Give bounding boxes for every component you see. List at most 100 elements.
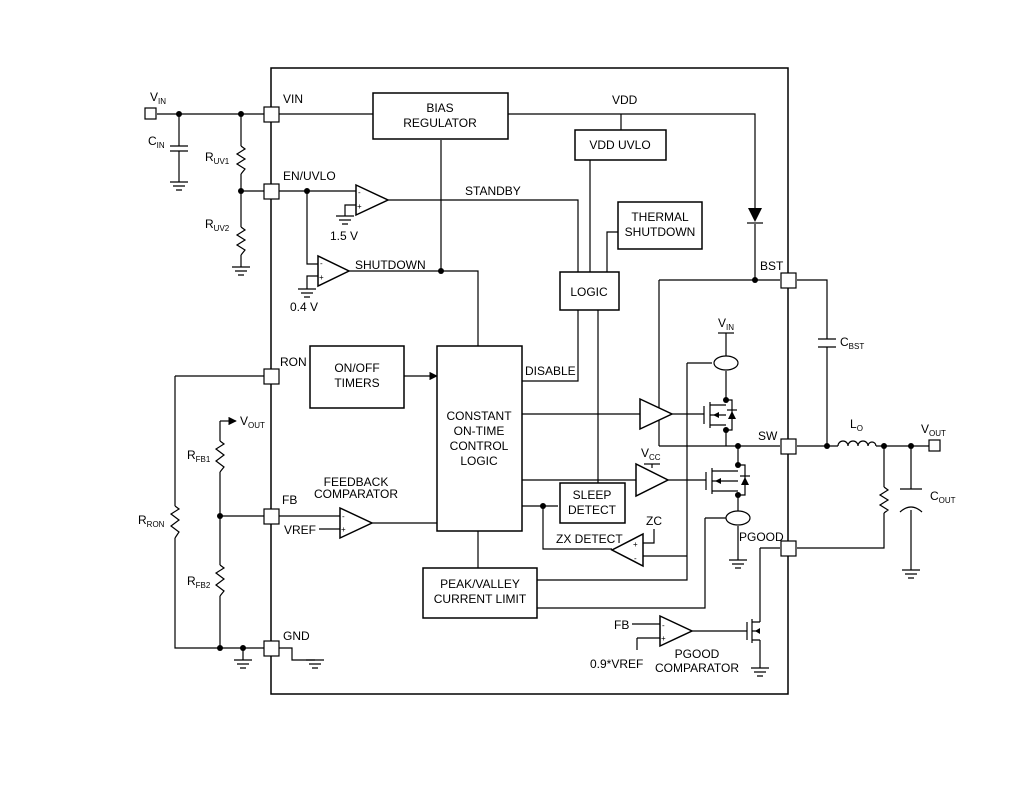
vdd-uvlo-label: VDD UVLO xyxy=(589,138,650,152)
rfb1-label: RFB1 xyxy=(187,448,211,464)
junction-dots xyxy=(176,111,914,651)
vdd-uvlo-block xyxy=(574,129,667,161)
high-side-fet xyxy=(703,399,737,431)
vout-label: VOUT xyxy=(921,422,946,438)
cbst-capacitor xyxy=(818,338,836,348)
ref-1v5-label: 1.5 V xyxy=(330,229,358,243)
disable-label: DISABLE xyxy=(525,364,576,378)
feedback-comparator-label-1: FEEDBACK xyxy=(324,475,389,489)
pin-bst xyxy=(780,272,797,289)
thermal-label-1: THERMAL xyxy=(631,210,689,224)
ruv2-resistor xyxy=(235,226,247,256)
vref-label: VREF xyxy=(284,523,316,537)
bias-regulator-block xyxy=(372,92,509,140)
pin-sw xyxy=(780,438,797,455)
sleep-detect-block xyxy=(559,482,626,524)
pin-ron-label: RON xyxy=(280,355,307,369)
rfb2-label: RFB2 xyxy=(187,574,211,590)
high-side-current-sense xyxy=(713,355,739,371)
svg-text:+: + xyxy=(633,540,638,549)
ruv2-label: RUV2 xyxy=(205,217,230,233)
ground-symbols xyxy=(170,181,920,677)
cin-label: CIN xyxy=(148,134,165,150)
control-logic-label-4: LOGIC xyxy=(460,454,498,468)
control-logic-label-2: ON-TIME xyxy=(454,424,505,438)
ruv1-label: RUV1 xyxy=(205,150,230,166)
thermal-shutdown-block xyxy=(617,201,703,250)
rron-resistor xyxy=(169,505,181,539)
control-logic-block xyxy=(436,345,523,532)
current-limit-label-1: PEAK/VALLEY xyxy=(440,577,520,591)
cin-capacitor xyxy=(170,145,188,182)
thermal-label-2: SHUTDOWN xyxy=(625,225,696,239)
pin-pgood-label: PGOOD xyxy=(739,530,784,544)
vin-int-label: VIN xyxy=(718,316,734,332)
shutdown-comparator xyxy=(317,254,351,288)
logic-label: LOGIC xyxy=(570,285,608,299)
on-off-timers-label-2: TIMERS xyxy=(334,376,379,390)
sleep-detect-label-1: SLEEP xyxy=(573,488,612,502)
pgood-comparator-label-2: COMPARATOR xyxy=(655,661,739,675)
vin-ext-label: VIN xyxy=(150,90,166,106)
svg-text:-: - xyxy=(358,188,361,197)
svg-text:-: - xyxy=(634,554,637,563)
sleep-detect-label-2: DETECT xyxy=(568,503,617,517)
rron-label: RRON xyxy=(138,513,165,529)
pin-vin xyxy=(263,106,280,123)
vout-fb-label: VOUT xyxy=(240,414,265,430)
rfb2-resistor xyxy=(214,564,226,597)
bst-diode xyxy=(747,208,763,224)
feedback-comparator xyxy=(339,506,374,540)
feedback-comparator-label-2: COMPARATOR xyxy=(314,487,398,501)
pgood-comparator-label-1: PGOOD xyxy=(675,647,720,661)
cbst-label: CBST xyxy=(840,335,864,351)
ruv1-resistor xyxy=(235,145,247,175)
standby-label: STANDBY xyxy=(465,184,521,198)
pgood-pullup-resistor xyxy=(878,486,890,514)
on-off-timers-block xyxy=(309,345,405,409)
zc-label: ZC xyxy=(646,514,662,528)
low-side-driver xyxy=(635,462,670,498)
pin-vin-label: VIN xyxy=(283,92,303,106)
cout-capacitor xyxy=(899,488,923,513)
current-limit-block xyxy=(422,567,538,619)
pgood-reference-label: 0.9*VREF xyxy=(590,657,643,671)
pin-fb-label: FB xyxy=(282,493,297,507)
svg-text:+: + xyxy=(661,634,666,643)
rfb1-resistor xyxy=(214,440,226,473)
pin-en-uvlo-label: EN/UVLO xyxy=(283,169,336,183)
ref-0v4-label: 0.4 V xyxy=(290,300,318,314)
on-off-timers-label-1: ON/OFF xyxy=(334,361,379,375)
high-side-driver xyxy=(639,397,674,431)
pin-en-uvlo xyxy=(263,183,280,200)
lo-label: LO xyxy=(850,417,863,433)
low-side-fet xyxy=(705,464,750,496)
svg-text:+: + xyxy=(357,202,362,211)
current-limit-label-2: CURRENT LIMIT xyxy=(434,592,527,606)
pin-ron xyxy=(263,368,280,385)
bias-regulator-label-2: REGULATOR xyxy=(403,116,477,130)
shutdown-label: SHUTDOWN xyxy=(355,258,426,272)
terminal-vout xyxy=(928,439,941,452)
pin-fb xyxy=(263,508,280,525)
zx-detect-comparator xyxy=(610,532,644,568)
terminal-vin-ext xyxy=(144,107,157,120)
comparator-signs: - + - + - + + - - + xyxy=(319,188,666,643)
low-side-current-sense xyxy=(725,510,751,526)
control-logic-label-3: CONTROL xyxy=(450,439,509,453)
standby-comparator xyxy=(355,183,390,217)
svg-text:+: + xyxy=(341,525,346,534)
vcc-label: VCC xyxy=(641,446,661,462)
svg-text:+: + xyxy=(319,273,324,282)
pgood-comparator xyxy=(659,614,694,648)
svg-text:-: - xyxy=(662,621,665,630)
pgood-fet xyxy=(746,617,761,645)
lo-inductor xyxy=(837,440,877,447)
zx-detect-label: ZX DETECT xyxy=(556,532,623,546)
pin-gnd-label: GND xyxy=(283,629,310,643)
svg-text:-: - xyxy=(320,259,323,268)
svg-text:-: - xyxy=(342,512,345,521)
pgood-fb-input-label: FB xyxy=(614,618,629,632)
bias-regulator-label-1: BIAS xyxy=(426,101,453,115)
